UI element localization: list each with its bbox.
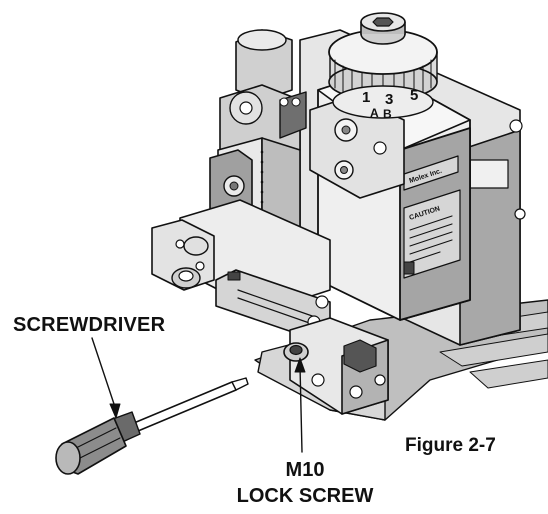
dial-number-5: 5 <box>410 87 418 104</box>
figure-caption: Figure 2-7 <box>405 435 496 456</box>
lock-screw-label: M10 LOCK SCREW <box>210 457 400 509</box>
dial-number-1: 1 <box>362 89 370 106</box>
caution-plate: CAUTION <box>403 189 461 279</box>
adjustment-dial: 1 3 5 A B <box>328 12 438 121</box>
lock-screw-size-label: M10 <box>285 459 325 481</box>
screwdriver-label: SCREWDRIVER <box>13 314 166 336</box>
m10-lock-screw <box>283 342 309 362</box>
dial-letter-a: A <box>370 106 379 120</box>
screwdriver <box>55 377 249 475</box>
lock-screw-name-label: LOCK SCREW <box>236 485 374 507</box>
dial-letter-b: B <box>383 107 392 121</box>
track-assembly <box>151 199 389 415</box>
dial-number-3: 3 <box>385 91 393 108</box>
callout-leaders <box>91 337 306 453</box>
